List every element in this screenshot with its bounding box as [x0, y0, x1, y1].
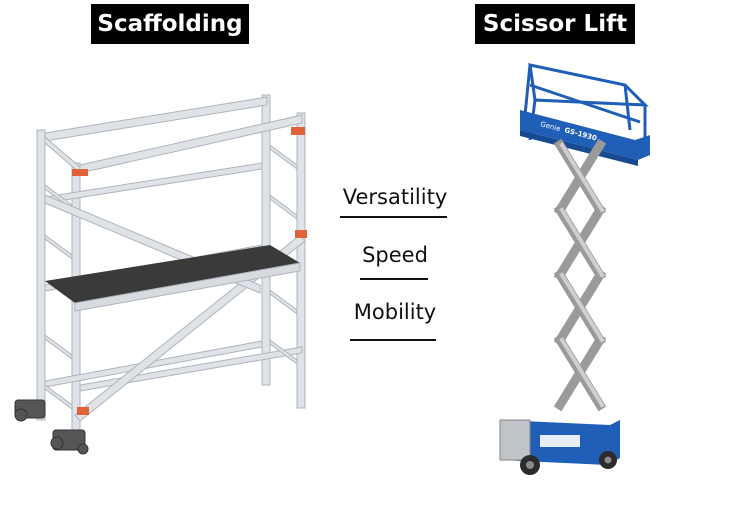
scissor-lift-title: Scissor Lift	[475, 4, 635, 44]
feature-mobility: Mobility	[353, 300, 437, 324]
scissor-lift-image: Genie GS-1930	[499, 63, 650, 475]
feature-underline	[360, 278, 428, 280]
feature-versatility: Versatility	[342, 185, 448, 209]
feature-underline	[340, 216, 447, 218]
scaffolding-title: Scaffolding	[91, 4, 249, 44]
feature-speed: Speed	[362, 243, 428, 267]
scaffolding-image	[14, 94, 307, 455]
feature-underline	[350, 339, 436, 341]
